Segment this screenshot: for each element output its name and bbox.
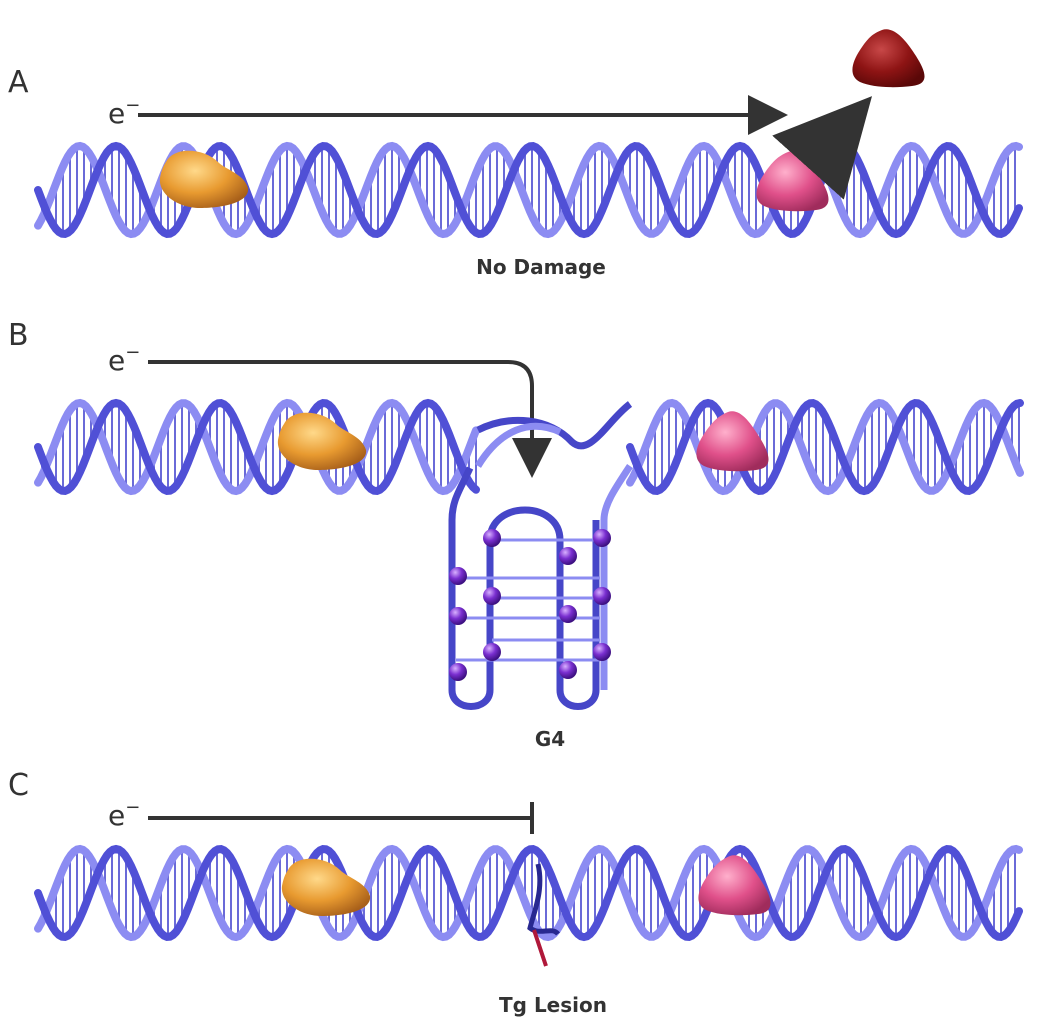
repair-protein-pink-icon bbox=[698, 855, 771, 916]
g4-guanine bbox=[449, 663, 467, 681]
release-arrow bbox=[772, 96, 873, 200]
repair-protein-orange-icon bbox=[277, 412, 367, 470]
panel-a: A e− No Damage bbox=[8, 29, 1023, 279]
repair-protein-orange-icon bbox=[281, 858, 371, 916]
panel-a-electron: e bbox=[108, 97, 125, 130]
g4-guanine-balls bbox=[449, 529, 611, 681]
panel-c: C e− Tg Lesion bbox=[8, 768, 1023, 1017]
dna-strand-back bbox=[34, 398, 480, 496]
dna-strand-front bbox=[34, 398, 480, 496]
panel-b: B e− bbox=[8, 318, 1024, 751]
panel-b-dna-helix-left bbox=[34, 398, 480, 496]
panel-a-electron-sup: − bbox=[125, 95, 140, 116]
g4-guanine bbox=[559, 547, 577, 565]
panel-a-electron-label: e− bbox=[108, 95, 140, 130]
panel-b-single-strand-light bbox=[475, 422, 562, 468]
g4-guanine bbox=[559, 605, 577, 623]
panel-c-electron-sup: − bbox=[125, 797, 140, 818]
dna-strand-front bbox=[626, 398, 1024, 496]
g4-strand-right bbox=[600, 464, 633, 690]
panel-c-caption: Tg Lesion bbox=[499, 993, 607, 1017]
panel-a-caption: No Damage bbox=[476, 255, 606, 279]
g4-guanine bbox=[449, 567, 467, 585]
panel-b-electron-sup: − bbox=[125, 342, 140, 363]
tg-lesion-marker bbox=[532, 929, 548, 967]
panel-b-caption: G4 bbox=[535, 727, 565, 751]
g4-tetrad-lines bbox=[456, 538, 600, 662]
dna-strand-front bbox=[34, 844, 1023, 942]
g4-guanine bbox=[483, 587, 501, 605]
panel-b-dna-helix-right bbox=[626, 398, 1024, 496]
dna-strand-back bbox=[626, 398, 1024, 496]
panel-b-electron-label: e− bbox=[108, 342, 140, 377]
panel-c-letter: C bbox=[8, 768, 29, 803]
g4-guanine bbox=[593, 587, 611, 605]
g4-guanine bbox=[559, 661, 577, 679]
panel-b-electron-arrow bbox=[148, 360, 552, 478]
panel-c-electron-label: e− bbox=[108, 797, 140, 832]
tg-lesion-kink bbox=[527, 863, 560, 936]
panel-c-dna-helix bbox=[34, 844, 1023, 942]
g4-guanine bbox=[483, 529, 501, 547]
panel-c-electron: e bbox=[108, 799, 125, 832]
g4-guanine bbox=[483, 643, 501, 661]
panel-b-electron: e bbox=[108, 344, 125, 377]
released-protein-icon bbox=[852, 29, 925, 88]
panel-a-letter: A bbox=[8, 65, 29, 100]
panel-b-single-strand-top bbox=[476, 401, 633, 450]
g4-guanine bbox=[593, 643, 611, 661]
g4-guanine bbox=[593, 529, 611, 547]
g4-guanine bbox=[449, 607, 467, 625]
g-quadruplex bbox=[448, 464, 633, 710]
panel-b-letter: B bbox=[8, 318, 29, 353]
